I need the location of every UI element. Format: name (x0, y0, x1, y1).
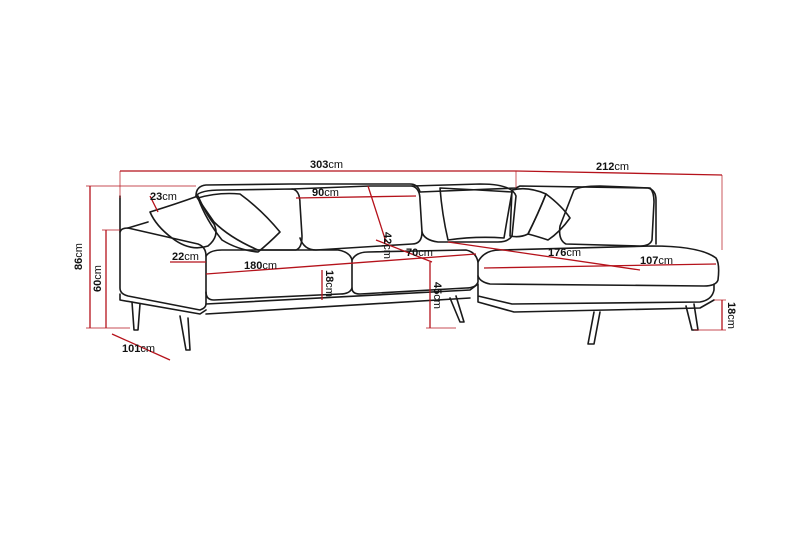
dimension-labels: 303cm 212cm 23cm 90cm 42cm 86cm 60cm 22c… (73, 159, 737, 355)
label-cushion-height: 42cm (381, 232, 393, 259)
dimension-lines (86, 170, 726, 361)
dim-line-total-width (120, 170, 723, 176)
label-chaise-length: 212cm (596, 161, 629, 173)
dim-line-chaise-width (483, 263, 717, 269)
dim-line-seat-width (205, 253, 477, 275)
leg-back-left (131, 301, 141, 331)
back-cushion-4 (558, 185, 655, 247)
label-seat-height: 45cm (431, 282, 443, 309)
dim-line-cushion-width (295, 195, 417, 199)
seat-cushion-middle (351, 249, 479, 295)
label-seat-clearance: 18cm (323, 270, 335, 297)
back-cushion-1 (195, 188, 303, 251)
label-seat-width: 180cm (244, 260, 277, 272)
label-depth: 101cm (122, 343, 155, 355)
label-cushion-width: 90cm (312, 187, 339, 199)
label-arm-depth: 23cm (150, 191, 177, 203)
pillow-left-2 (197, 192, 281, 253)
sofa-base (205, 283, 715, 313)
leg-front-left (179, 315, 191, 351)
back-cushion-3 (411, 183, 517, 243)
dim-line-depth (111, 333, 171, 361)
label-seat-depth: 70cm (406, 247, 433, 259)
sofa-back-frame (195, 183, 657, 245)
label-total-width: 303cm (310, 159, 343, 171)
seat-cushion-left (205, 249, 353, 301)
sofa-outline (119, 183, 720, 351)
leg-chaise-front (587, 311, 601, 345)
label-leg-height: 18cm (725, 302, 737, 329)
back-cushion-2 (291, 185, 423, 251)
label-chaise-seat: 176cm (548, 247, 581, 259)
label-total-height: 86cm (73, 243, 85, 270)
pillow-right-1 (439, 187, 513, 241)
leg-middle (449, 295, 465, 323)
label-arm-width: 22cm (172, 251, 199, 263)
dim-line-seat-depth (375, 239, 433, 263)
left-armrest (119, 227, 207, 311)
label-chaise-width: 107cm (640, 255, 673, 267)
dim-line-cushion-height (367, 185, 387, 243)
pillow-left-1 (149, 195, 217, 249)
label-arm-height: 60cm (92, 265, 104, 292)
base-left (119, 293, 471, 315)
pillow-right-3 (527, 193, 571, 241)
armrest-back (119, 195, 149, 233)
dim-line-arm-depth (149, 195, 159, 213)
